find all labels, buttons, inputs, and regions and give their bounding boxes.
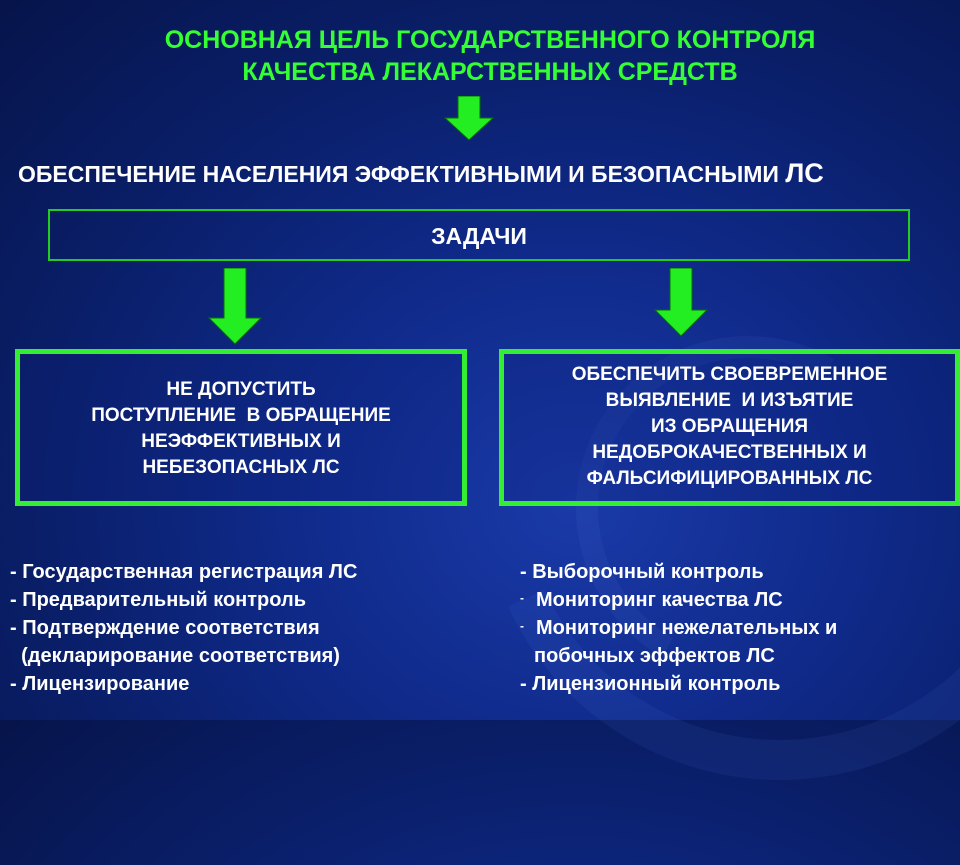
arrow-down-icon — [443, 96, 495, 141]
list-item: - Государственная регистрация ЛС — [10, 561, 358, 583]
task-line: ПОСТУПЛЕНИЕ В ОБРАЩЕНИЕ — [91, 405, 391, 426]
list-item: -Мониторинг нежелательных и — [520, 614, 837, 642]
list-item: -Мониторинг качества ЛС — [520, 586, 837, 614]
list-marker: - — [520, 619, 524, 633]
list-item: - Предварительный контроль — [10, 589, 306, 611]
title-line-1: ОСНОВНАЯ ЦЕЛЬ ГОСУДАРСТВЕННОГО КОНТРОЛЯ — [164, 26, 816, 54]
arrow-down-icon — [207, 268, 263, 345]
list-item-text: Мониторинг нежелательных и — [536, 617, 838, 639]
list-item: - Подтверждение соответствия — [10, 617, 320, 639]
list-item-text: Мониторинг качества ЛС — [536, 589, 783, 611]
measures-list-right: - Выборочный контроль -Мониторинг качест… — [520, 558, 837, 698]
tasks-label: ЗАДАЧИ — [431, 223, 527, 249]
task-box-detect: ОБЕСПЕЧИТЬ СВОЕВРЕМЕННОЕ ВЫЯВЛЕНИЕ И ИЗЪ… — [499, 349, 960, 506]
list-item: - Лицензирование — [10, 673, 190, 695]
slide-title: ОСНОВНАЯ ЦЕЛЬ ГОСУДАРСТВЕННОГО КОНТРОЛЯ … — [0, 24, 960, 88]
tasks-header-box: ЗАДАЧИ — [48, 209, 910, 261]
task-line: ОБЕСПЕЧИТЬ СВОЕВРЕМЕННОЕ — [571, 364, 888, 385]
task-line: НЕДОБРОКАЧЕСТВЕННЫХ И — [592, 442, 867, 463]
list-item-continuation: побочных эффектов ЛС — [534, 645, 775, 667]
goal-text: ОБЕСПЕЧЕНИЕ НАСЕЛЕНИЯ ЭФФЕКТИВНЫМИ И БЕЗ… — [18, 161, 779, 187]
measures-list-left: - Государственная регистрация ЛС - Предв… — [10, 558, 357, 698]
list-marker: - — [520, 591, 524, 605]
list-item: - Выборочный контроль — [520, 561, 764, 583]
task-box-prevent: НЕ ДОПУСТИТЬ ПОСТУПЛЕНИЕ В ОБРАЩЕНИЕ НЕЭ… — [15, 349, 467, 506]
main-goal: ОБЕСПЕЧЕНИЕ НАСЕЛЕНИЯ ЭФФЕКТИВНЫМИ И БЕЗ… — [18, 158, 958, 189]
task-line: НЕБЕЗОПАСНЫХ ЛС — [142, 457, 340, 478]
arrow-down-icon — [653, 268, 709, 337]
title-line-2: КАЧЕСТВА ЛЕКАРСТВЕННЫХ СРЕДСТВ — [242, 58, 738, 86]
task-line: ИЗ ОБРАЩЕНИЯ — [650, 416, 809, 437]
task-line: ФАЛЬСИФИЦИРОВАННЫХ ЛС — [586, 468, 873, 489]
task-line: НЕЭФФЕКТИВНЫХ И — [141, 431, 341, 452]
task-line: ВЫЯВЛЕНИЕ И ИЗЪЯТИЕ — [605, 390, 854, 411]
list-item: - Лицензионный контроль — [520, 673, 781, 695]
goal-suffix: ЛС — [785, 158, 824, 188]
list-item: (декларирование соответствия) — [10, 645, 340, 667]
task-line: НЕ ДОПУСТИТЬ — [166, 379, 316, 400]
